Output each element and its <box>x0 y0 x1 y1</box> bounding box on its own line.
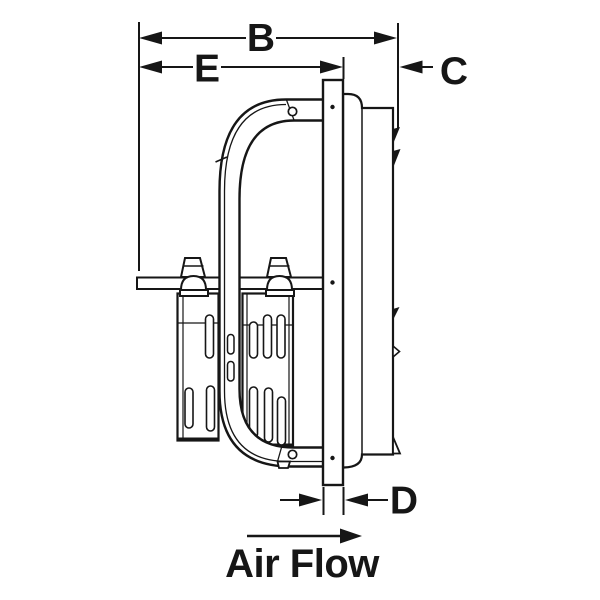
plate-slot <box>204 314 215 359</box>
arrowhead-right <box>299 493 322 507</box>
plate-slot <box>262 314 273 359</box>
guard-rivet-bottom <box>287 449 298 460</box>
motor-bracket-right <box>265 257 295 297</box>
shutter-tab <box>393 307 400 320</box>
dimension-c <box>399 60 433 74</box>
arrowhead-left <box>345 493 368 507</box>
guard-tube-end-cap <box>276 460 292 469</box>
panel-rivet <box>330 104 335 110</box>
dimension-b <box>138 22 399 271</box>
mount-plate-right <box>241 292 295 448</box>
housing-body <box>341 92 395 469</box>
air-flow-label: Air Flow <box>225 542 380 586</box>
dimension-d <box>280 487 388 515</box>
plate-slot <box>276 396 287 446</box>
plate-slot <box>263 387 274 443</box>
guard-rivet-top <box>287 106 298 117</box>
guard-bottom-seam <box>276 447 283 462</box>
arrowhead-right <box>320 60 343 74</box>
guard-tube-inner-line <box>223 103 325 463</box>
dimension-c-label: C <box>440 50 468 93</box>
housing-shutter-tabs <box>392 127 402 455</box>
air-flow-arrow <box>247 528 362 544</box>
guard-slot <box>226 360 235 382</box>
dimension-e <box>139 57 345 79</box>
plate-slot <box>184 387 194 429</box>
arrowhead-right <box>374 31 397 45</box>
guard-slot <box>226 333 235 355</box>
dimension-e-label: E <box>194 48 220 91</box>
panel-rivet <box>330 455 335 461</box>
plate-slot <box>276 314 286 359</box>
plate-slot <box>248 321 259 359</box>
fan-housing <box>341 92 402 469</box>
plate-slot <box>205 385 216 432</box>
panel-rivet <box>330 280 335 285</box>
dimension-d-label: D <box>390 480 418 523</box>
wall-panel <box>321 78 345 487</box>
shutter-tab <box>393 149 401 168</box>
arrowhead-right <box>340 528 362 544</box>
shutter-tab <box>392 436 402 455</box>
shutter-tab <box>392 344 401 359</box>
shutter-tab <box>393 127 400 144</box>
guard-weld-tick <box>215 156 228 163</box>
arrowhead-left <box>139 60 162 74</box>
arrowhead-left <box>399 60 423 74</box>
arrowhead-left <box>139 31 162 45</box>
dimension-b-label: B <box>247 17 275 60</box>
mount-plate-left <box>176 292 220 442</box>
motor-bracket-left <box>179 257 209 297</box>
